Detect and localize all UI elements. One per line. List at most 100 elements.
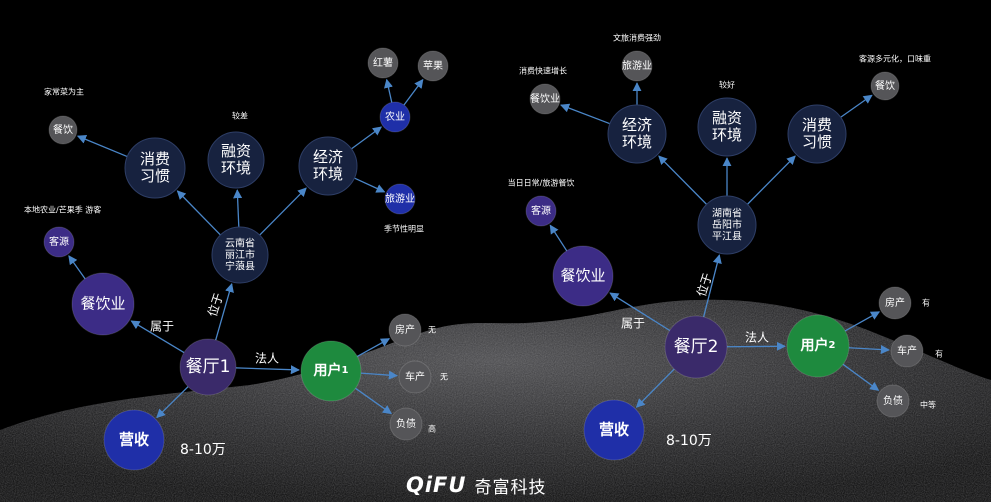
node-circle-right-economy [607,104,667,164]
node-circle-right-consumption [787,104,847,164]
node-label-right-user: 用户2 [801,337,836,354]
node-label-right-economy: 经济环境 [622,116,652,151]
node-circle-right-location [697,195,757,255]
node-right-dining: 餐饮 [870,71,900,101]
edge-left-user-to-house [356,338,391,358]
node-label-left-sweet-potato: 红薯 [373,56,393,69]
node-label-right-debt: 负债 [883,394,903,407]
node-circle-left-financing [207,131,265,189]
edge-right-consumption-to-dining [840,94,873,118]
edge-right-location-to-consumption [746,155,796,205]
edge-left-restaurant-to-industry [130,320,185,354]
node-label-left-location: 云南省丽江市宁蒗县 [225,237,255,273]
annotation-right-tourism-note: 文旅消费强劲 [613,33,661,43]
node-circle-right-revenue [583,399,645,461]
annotation-left-car-value: 无 [440,373,448,382]
node-label-left-car: 车产 [405,370,425,383]
terrain-background [0,299,991,502]
node-label-right-customers: 客源 [531,204,551,217]
node-left-house: 房产 [388,313,422,347]
annotation-right-catering-note: 消费快速增长 [519,66,567,76]
annotation-left-financing-note: 较差 [232,111,248,121]
node-label-left-debt: 负债 [396,417,416,430]
node-circle-left-revenue [103,409,165,471]
node-circle-left-agriculture [379,101,411,133]
node-circle-right-customers [525,195,557,227]
node-label-left-financing: 融资环境 [221,142,251,177]
node-right-financing: 融资环境 [697,97,757,157]
edge-label-right-belongs-label: 属于 [621,317,645,331]
node-circle-right-restaurant [664,315,728,379]
node-left-industry: 餐饮业 [71,272,135,336]
node-right-house: 房产 [878,286,912,320]
edge-left-economy-to-tourism [354,177,386,193]
annotation-left-dining-note: 家常菜为主 [44,87,84,97]
node-label-right-catering: 餐饮业 [530,92,560,105]
edge-right-industry-to-customers [549,224,568,252]
node-right-debt: 负债 [876,384,910,418]
node-label-right-industry: 餐饮业 [560,267,605,285]
node-label-left-customers: 客源 [49,235,69,248]
node-circle-left-debt [389,407,423,441]
node-left-user: 用户1 [300,340,362,402]
annotation-right-car-value: 有 [935,349,943,359]
edge-right-user-to-debt [842,363,880,391]
annotation-right-dining-note: 客源多元化，口味重 [859,54,931,64]
node-circle-right-financing [697,97,757,157]
brand-logo-mark: QiFU [406,473,467,497]
edge-left-location-to-financing [233,189,243,228]
edge-left-restaurant-to-location [215,282,234,341]
node-label-left-industry: 餐饮业 [80,295,125,313]
edge-right-user-to-car [848,344,890,355]
edge-label-right-legal-label: 法人 [745,331,769,345]
node-label-right-restaurant: 餐厅2 [674,337,719,357]
annotation-right-house-value: 有 [922,298,930,308]
edge-left-location-to-economy [259,187,307,236]
node-label-left-economy: 经济环境 [313,148,343,183]
node-left-location: 云南省丽江市宁蒗县 [211,226,269,284]
node-right-industry: 餐饮业 [552,245,614,307]
node-circle-left-consumption [124,137,186,199]
node-left-economy: 经济环境 [298,136,358,196]
node-circle-right-catering [529,83,561,115]
node-label-right-revenue: 营收 [599,421,629,439]
annotation-right-customers-note: 当日日常/旅游餐饮 [508,178,575,188]
node-circle-right-user [786,314,850,378]
node-left-revenue: 营收 [103,409,165,471]
node-label-right-house: 房产 [885,296,905,309]
edge-label-left-located-label: 位于 [204,291,226,318]
node-label-right-tourism: 旅游业 [622,59,652,72]
annotation-left-revenue-value: 8-10万 [180,442,226,458]
node-circle-left-economy [298,136,358,196]
edge-right-user-to-house [844,311,881,332]
node-circle-right-debt [876,384,910,418]
node-label-left-consumption: 消费习惯 [140,150,170,185]
node-left-restaurant: 餐厅1 [179,338,237,396]
edge-left-restaurant-to-user [235,365,300,375]
node-right-economy: 经济环境 [607,104,667,164]
node-left-financing: 融资环境 [207,131,265,189]
edge-right-restaurant-to-industry [609,292,671,332]
node-left-tourism: 旅游业 [384,183,416,215]
node-left-dining: 餐饮 [48,115,78,145]
node-left-customers: 客源 [43,226,75,258]
node-label-left-agriculture: 农业 [385,110,405,123]
node-right-user: 用户2 [786,314,850,378]
node-circle-right-tourism [621,50,653,82]
edge-left-agriculture-to-apple [403,78,424,106]
edge-left-consumption-to-dining [76,135,128,158]
brand-name: 奇富科技 [474,477,547,498]
edge-right-economy-to-catering [560,103,611,125]
annotation-right-financing-note: 较好 [719,80,735,90]
node-circle-left-apple [417,50,449,82]
edge-label-left-legal-label: 法人 [255,352,279,366]
node-circle-left-sweet-potato [367,47,399,79]
node-label-left-user: 用户1 [314,362,349,379]
annotation-left-tourism-note: 季节性明显 [384,224,424,234]
node-circle-left-car [398,360,432,394]
node-right-location: 湖南省岳阳市平江县 [697,195,757,255]
node-circle-right-house [878,286,912,320]
edge-left-user-to-car [360,370,398,380]
node-left-consumption: 消费习惯 [124,137,186,199]
